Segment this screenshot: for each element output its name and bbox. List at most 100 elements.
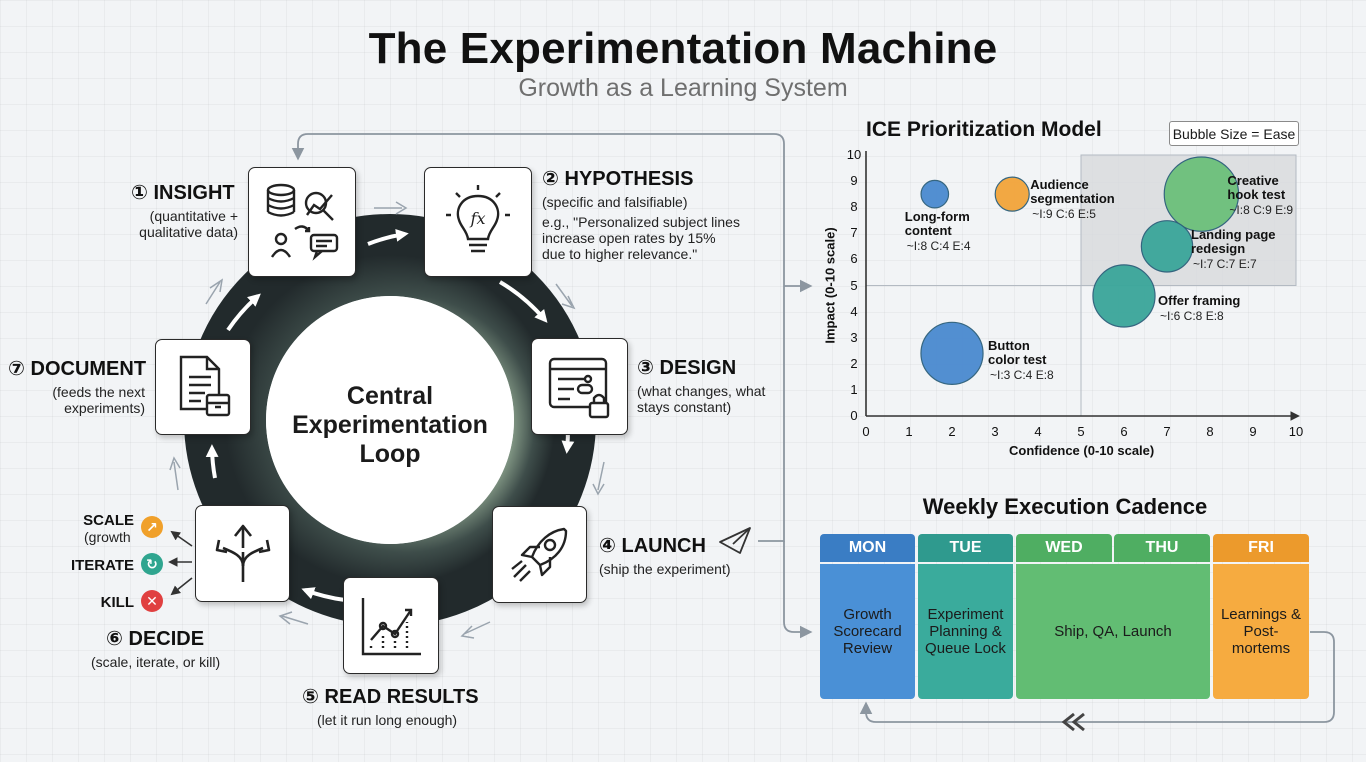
ice-ytick: 2 [850, 355, 858, 371]
ice-xlabel: Confidence (0-10 scale) [1009, 443, 1155, 458]
ice-xtick: 3 [991, 424, 999, 439]
ice-xtick: 9 [1249, 424, 1257, 439]
design-desc: (what changes, what stays constant) [637, 383, 766, 415]
ice-quadrant-border [1080, 154, 1297, 286]
ice-legend: Bubble Size = Ease [1169, 121, 1299, 146]
ice-point-scores: ~I:6 C:8 E:8 [1160, 308, 1224, 323]
read-results-name: READ RESULTS [324, 686, 479, 708]
trend-up-icon: ↗ [141, 516, 163, 538]
hypothesis-name: HYPOTHESIS [564, 168, 694, 190]
ice-ylabel: Impact (0-10 scale) [822, 227, 838, 344]
document-number: ⑦ [8, 358, 25, 380]
insight-desc: (quantitative + qualitative data) [139, 208, 238, 240]
launch-number: ④ [599, 535, 616, 557]
read-results-title: ⑤ READ RESULTS [302, 684, 479, 709]
launch-title: ④ LAUNCH [599, 533, 706, 558]
ice-ytick: 1 [850, 381, 858, 397]
launch-desc: (ship the experiment) [599, 561, 731, 577]
read-results-desc: (let it run long enough) [317, 712, 458, 728]
rocket-icon [510, 527, 567, 582]
ice-bubble-2 [1163, 156, 1240, 232]
hypothesis-title: ② HYPOTHESIS [542, 166, 693, 191]
feedback-connector [291, 133, 813, 639]
ice-ytick: 6 [850, 251, 858, 267]
outer-chevrons [169, 201, 605, 639]
ice-point-label: Offer framing [1158, 292, 1241, 308]
day-header-thu: THU [1114, 534, 1210, 562]
hypothesis-desc: (specific and falsifiable) [542, 194, 688, 210]
close-icon: ✕ [141, 590, 163, 612]
insight-title: ① INSIGHT [131, 180, 235, 205]
document-name: DOCUMENT [30, 358, 147, 380]
ice-ytick: 8 [850, 199, 858, 215]
decide-arrows [168, 530, 193, 596]
ice-point-scores: ~I:8 C:4 E:4 [906, 239, 971, 254]
ice-point-scores: ~I:9 C:6 E:5 [1032, 207, 1096, 222]
launch-box [492, 506, 587, 603]
settings-lock-icon [548, 357, 609, 418]
ice-point-scores: ~I:8 C:9 E:9 [1229, 203, 1294, 218]
ice-xtick: 1 [905, 424, 913, 439]
branching-arrows-icon [215, 524, 270, 582]
wed-thu-activity: Ship, QA, Launch [1016, 564, 1210, 699]
design-name: DESIGN [659, 357, 737, 379]
ice-bubble-5 [920, 321, 984, 385]
read-results-number: ⑤ [302, 686, 319, 708]
ice-ytick: 3 [850, 329, 858, 345]
ice-ytick: 4 [850, 303, 858, 319]
ice-xtick: 10 [1288, 424, 1304, 439]
hypothesis-example: e.g., "Personalized subject lines increa… [542, 214, 740, 262]
launch-name: LAUNCH [621, 535, 706, 557]
ice-bubble-3 [1140, 220, 1194, 273]
ice-ytick: 10 [846, 147, 862, 162]
paper-plane-icon [719, 527, 751, 554]
decide-name: DECIDE [128, 628, 205, 650]
page-subtitle: Growth as a Learning System [518, 74, 848, 102]
ice-ytick: 7 [850, 225, 858, 241]
refresh-icon: ↻ [141, 553, 163, 575]
ice-point-scores: ~I:7 C:7 E:7 [1193, 257, 1257, 272]
document-desc: (feeds the next experiments) [52, 384, 145, 416]
day-header-mon: MON [820, 534, 915, 562]
ice-xtick: 4 [1034, 424, 1042, 439]
ice-xtick: 6 [1120, 424, 1128, 439]
decide-number: ⑥ [106, 628, 123, 650]
decide-box [195, 505, 290, 602]
cadence-title: Weekly Execution Cadence [922, 494, 1208, 519]
line-chart-icon [361, 597, 421, 655]
lightbulb-icon: fx [446, 185, 510, 253]
ice-point-scores: ~I:3 C:4 E:8 [990, 368, 1054, 383]
ice-bubble-4 [1092, 264, 1156, 328]
loop-center [266, 296, 514, 544]
day-header-tue: TUE [918, 534, 1013, 562]
ice-xtick: 5 [1077, 424, 1085, 439]
ice-bubble-0 [920, 179, 950, 209]
design-box [531, 338, 628, 435]
ice-ytick: 9 [850, 173, 858, 189]
day-header-wed: WED [1016, 534, 1112, 562]
ice-bubble-1 [994, 176, 1030, 212]
document-icon [179, 355, 231, 417]
ice-point-label: Audience segmentation [1030, 177, 1115, 207]
scale-label: SCALE [83, 512, 134, 529]
read-results-box [343, 577, 439, 674]
insight-name: INSIGHT [153, 182, 235, 204]
ice-ytick: 5 [850, 277, 858, 293]
ice-point-label: Long-form content [904, 209, 970, 239]
hypothesis-box: fx [424, 167, 532, 277]
insight-number: ① [131, 182, 148, 204]
ice-point-label: Button color test [988, 338, 1047, 368]
ice-point-label: Landing page redesign [1191, 227, 1276, 257]
tue-activity: Experiment Planning & Queue Lock [918, 564, 1013, 699]
ice-xtick: 7 [1163, 424, 1171, 439]
ice-point-label: Creative hook test [1227, 173, 1286, 203]
ice-chart [865, 151, 1300, 421]
fri-activity: Learnings & Post- mortems [1213, 564, 1309, 699]
ice-chart-title: ICE Prioritization Model [866, 118, 1102, 141]
design-title: ③ DESIGN [637, 355, 736, 380]
loop-center-label: Central Experimentation Loop [292, 382, 488, 468]
decide-title: ⑥ DECIDE [106, 626, 204, 651]
svg-text:fx: fx [470, 209, 486, 228]
iterate-label: ITERATE [70, 557, 134, 574]
cadence-return-arrow [859, 631, 1335, 732]
